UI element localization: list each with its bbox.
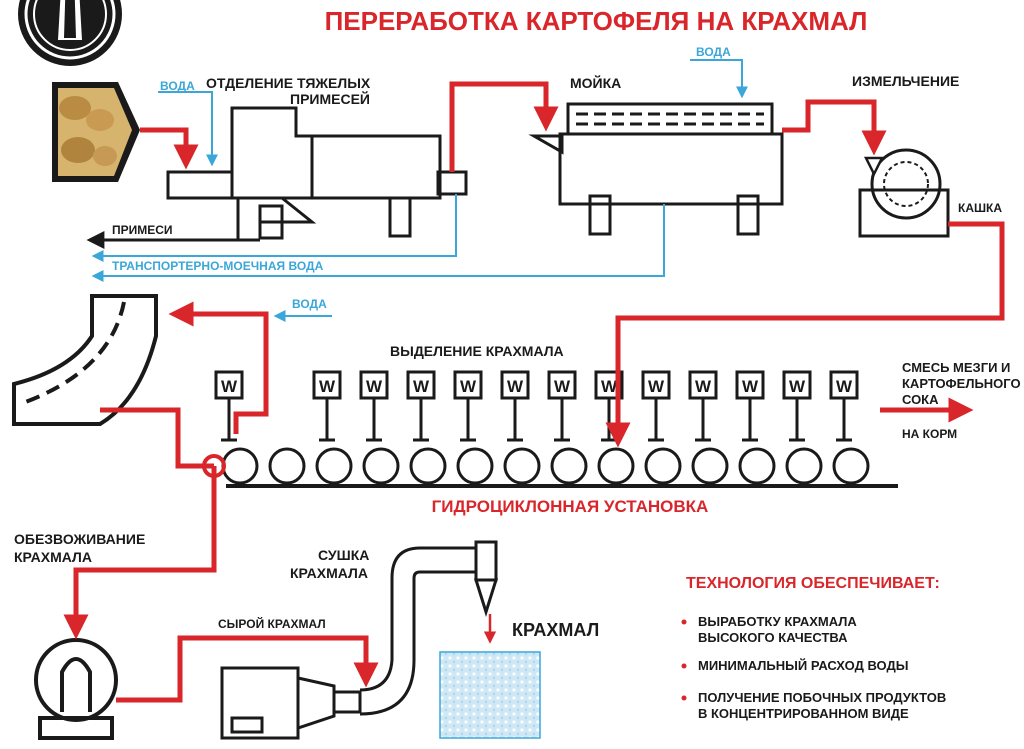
tech-item-1-line-1: ВЫРАБОТКУ КРАХМАЛА <box>698 614 857 629</box>
bullet-2 <box>681 663 687 669</box>
hydrocyclone-unit: W <box>312 370 353 485</box>
bullet-1 <box>681 619 687 625</box>
tech-item-2: МИНИМАЛЬНЫЙ РАСХОД ВОДЫ <box>698 658 908 673</box>
label-raw-starch: СЫРОЙ КРАХМАЛ <box>218 616 326 631</box>
label-transport-water: ТРАНСПОРТЕРНО-МОЕЧНАЯ ВОДА <box>112 259 324 273</box>
hydrocyclone-circle <box>362 447 400 485</box>
label-dewatering-1: ОБЕЗВОЖИВАНИЕ <box>14 531 145 547</box>
centrifuge <box>34 638 118 740</box>
hydrocyclone-circle <box>785 447 823 485</box>
label-to-feed: НА КОРМ <box>902 427 957 441</box>
hydrocyclone-unit: W <box>641 370 682 485</box>
cyclone-w-label: W <box>221 377 238 396</box>
cyclone-w-label: W <box>742 377 759 396</box>
red-flow-lines <box>63 81 1005 703</box>
hydrocyclone-circle <box>268 447 306 485</box>
label-starch: КРАХМАЛ <box>512 620 599 640</box>
cyclone-box <box>359 370 389 400</box>
cyclone-w-label: W <box>836 377 853 396</box>
hydrocyclone-unit: W <box>735 370 776 485</box>
label-mix-3: СОКА <box>902 392 939 407</box>
label-pulp: КАШКА <box>958 201 1002 215</box>
hydrocyclone-unit: W <box>829 370 870 485</box>
heavy-impurity-separator <box>166 106 468 242</box>
label-grinding: ИЗМЕЛЬЧЕНИЕ <box>852 73 959 89</box>
label-heavy-impurities-2: ПРИМЕСЕЙ <box>290 90 370 107</box>
cyclone-w-label: W <box>789 377 806 396</box>
dryer <box>220 540 499 740</box>
potato-hopper <box>52 82 140 182</box>
hydrocyclone-circle <box>409 447 447 485</box>
hydrocyclone-unit: W <box>406 370 447 485</box>
label-washing: МОЙКА <box>570 74 621 91</box>
hydrocyclone-unit: W <box>782 370 823 485</box>
label-heavy-impurities-1: ОТДЕЛЕНИЕ ТЯЖЕЛЫХ <box>206 75 371 91</box>
tech-item-3-line-2: В КОНЦЕНТРИРОВАННОМ ВИДЕ <box>698 706 909 721</box>
hydrocyclone-circle <box>456 447 494 485</box>
label-mix-2: КАРТОФЕЛЬНОГО <box>902 376 1021 391</box>
dewatering-chute <box>12 294 158 426</box>
cyclone-w-label: W <box>507 377 524 396</box>
hydrocyclone-circle <box>221 447 259 485</box>
cyclone-box <box>829 370 859 400</box>
hydrocyclone-circle <box>597 447 635 485</box>
label-water-1: ВОДА <box>160 79 195 93</box>
hydrocyclone-unit: W <box>500 370 541 485</box>
washing-machine <box>528 102 784 236</box>
hydrocyclone-circle <box>832 447 870 485</box>
hydrocyclone-unit: W <box>453 370 494 485</box>
hydrocyclone-unit <box>268 447 306 485</box>
tech-item-1-line-2: ВЫСОКОГО КАЧЕСТВА <box>698 630 848 645</box>
label-drying-2: КРАХМАЛА <box>290 565 368 581</box>
label-starch-separation: ВЫДЕЛЕНИЕ КРАХМАЛА <box>390 343 564 359</box>
hydrocyclone-unit: W <box>359 370 400 485</box>
cyclone-w-label: W <box>648 377 665 396</box>
hydrocyclone-circle <box>550 447 588 485</box>
hydrocyclone-circle <box>503 447 541 485</box>
hydrocyclone-circle <box>644 447 682 485</box>
hydrocyclone-circle <box>315 447 353 485</box>
diagram-title: ПЕРЕРАБОТКА КАРТОФЕЛЯ НА КРАХМАЛ <box>325 6 868 36</box>
cyclone-w-label: W <box>601 377 618 396</box>
hydrocyclone-circle <box>691 447 729 485</box>
label-impurities: ПРИМЕСИ <box>112 223 173 237</box>
label-water-2: ВОДА <box>696 45 731 59</box>
cyclone-w-label: W <box>554 377 571 396</box>
hydrocyclone-unit: W <box>547 370 588 485</box>
label-dewatering-2: КРАХМАЛА <box>14 549 92 565</box>
cyclone-w-label: W <box>460 377 477 396</box>
label-water-3: ВОДА <box>292 297 327 311</box>
cyclone-w-label: W <box>319 377 336 396</box>
hydrocyclone-unit: W <box>214 370 259 485</box>
bullet-3 <box>681 695 687 701</box>
label-hydrocyclone: ГИДРОЦИКЛОННАЯ УСТАНОВКА <box>432 497 709 516</box>
cyclone-w-label: W <box>366 377 383 396</box>
blue-water-lines <box>91 59 748 322</box>
hydrocyclone-unit: W <box>688 370 729 485</box>
tech-item-3-line-1: ПОЛУЧЕНИЕ ПОБОЧНЫХ ПРОДУКТОВ <box>698 690 946 705</box>
label-drying-1: СУШКА <box>318 547 369 563</box>
cyclone-w-label: W <box>413 377 430 396</box>
hydrocyclone-unit: W <box>594 370 635 485</box>
logo <box>18 0 122 66</box>
grinder <box>858 148 950 238</box>
technology-block: ТЕХНОЛОГИЯ ОБЕСПЕЧИВАЕТ: ВЫРАБОТКУ КРАХМ… <box>681 575 946 721</box>
starch-container <box>439 651 541 739</box>
cyclone-box <box>735 370 765 400</box>
cyclone-w-label: W <box>695 377 712 396</box>
tech-title: ТЕХНОЛОГИЯ ОБЕСПЕЧИВАЕТ: <box>686 575 940 592</box>
hydrocyclone-circle <box>738 447 776 485</box>
pipe-junction <box>202 454 226 478</box>
label-mix-1: СМЕСЬ МЕЗГИ И <box>902 360 1010 375</box>
